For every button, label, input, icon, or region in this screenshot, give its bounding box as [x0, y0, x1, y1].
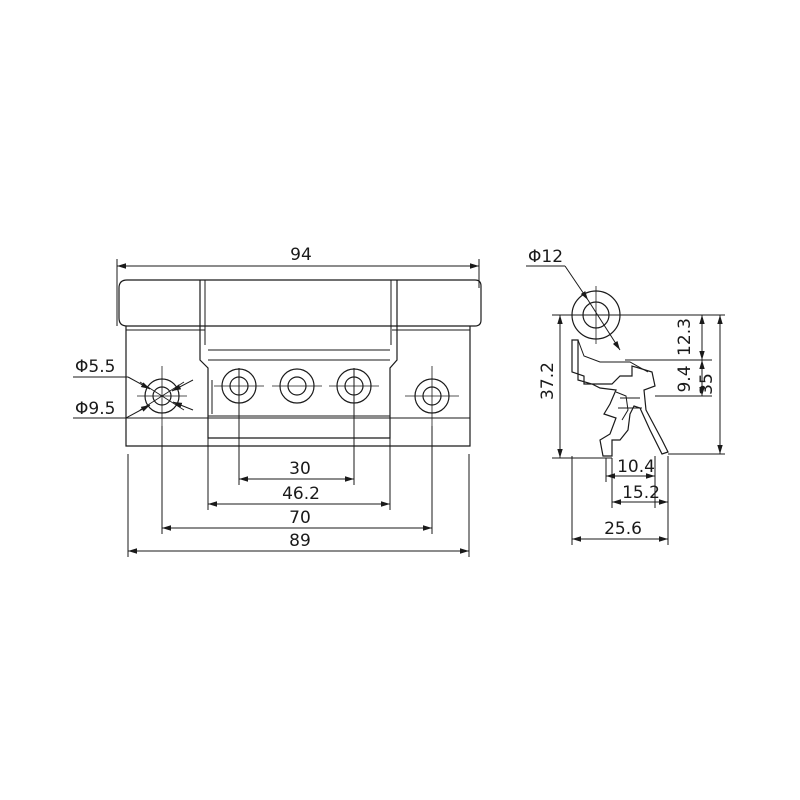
label-counterbore-diameter: Φ9.5	[75, 399, 115, 419]
label-step-height: 9.4	[675, 365, 695, 392]
label-height-total: 37.2	[538, 362, 558, 400]
side-view: Φ12 37.2 12.3 9.4 35 10.4 15.2 25.6	[526, 247, 725, 545]
mounting-hole-center-2	[272, 368, 322, 404]
label-knuckle-offset: 12.3	[675, 318, 695, 356]
label-hole-spacing: 70	[289, 508, 311, 528]
label-depth-small: 10.4	[617, 457, 655, 477]
label-overall-width: 94	[290, 245, 312, 265]
hinge-base-plate	[125, 326, 471, 447]
front-view: 94 Φ5.5 Φ9.5 30 46.2 70 89	[73, 245, 482, 557]
label-body-height: 35	[697, 373, 717, 395]
hinge-profile	[571, 339, 669, 457]
label-base-width: 89	[289, 531, 311, 551]
hinge-top-leaf	[118, 279, 482, 327]
label-depth-mid: 15.2	[622, 483, 660, 503]
label-small-hole-diameter: Φ5.5	[75, 357, 115, 377]
label-pitch-inner: 30	[289, 459, 311, 479]
hinge-center-leaf	[199, 280, 398, 439]
label-depth-total: 25.6	[604, 519, 642, 539]
label-knuckle-diameter: Φ12	[528, 247, 563, 267]
mounting-hole-right	[405, 366, 459, 426]
label-leaf-width: 46.2	[282, 484, 320, 504]
